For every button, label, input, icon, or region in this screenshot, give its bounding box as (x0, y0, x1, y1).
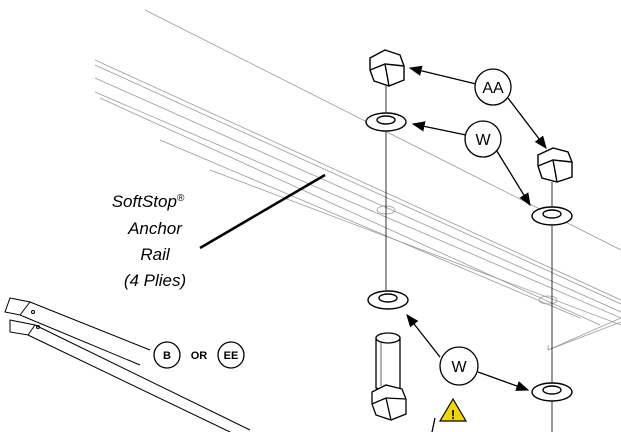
svg-text:SoftStop®: SoftStop® (112, 192, 185, 211)
threaded-rod (4, 297, 251, 432)
top-right-nut (537, 147, 573, 183)
washer-top-right (531, 206, 573, 226)
callout-ee-label: EE (224, 350, 239, 362)
callout-w-top: W (464, 120, 502, 158)
rail-label-line4: (4 Plies) (124, 271, 186, 290)
rail-holes (376, 205, 558, 305)
callout-aa: AA (474, 68, 512, 106)
rail-label-line3: Rail (140, 245, 171, 264)
bottom-bolt (371, 332, 407, 421)
alignment-lines (385, 86, 553, 432)
washer-top-left (365, 112, 407, 132)
callout-arrows (406, 65, 547, 432)
washer-bottom-right (531, 382, 573, 402)
anchor-rail (94, 9, 621, 351)
rail-label-line1: SoftStop (112, 192, 177, 211)
rail-leader-line (199, 173, 326, 250)
registered-mark: ® (177, 193, 185, 204)
callout-b-label: B (163, 350, 171, 362)
top-left-nut (369, 49, 405, 87)
or-label: OR (191, 350, 208, 362)
bolt-option-callouts: B OR EE (153, 341, 245, 369)
warning-symbol: ! (451, 407, 455, 422)
warning-icon: ! (438, 397, 468, 422)
callout-w-bottom: W (439, 346, 479, 386)
callout-aa-label: AA (482, 80, 504, 97)
rail-label-line2: Anchor (127, 219, 183, 238)
washer-bottom-left (367, 290, 409, 310)
callout-w-bottom-label: W (451, 359, 467, 376)
callout-w-top-label: W (475, 132, 491, 149)
rail-label: SoftStop® Anchor Rail (4 Plies) (112, 192, 186, 290)
